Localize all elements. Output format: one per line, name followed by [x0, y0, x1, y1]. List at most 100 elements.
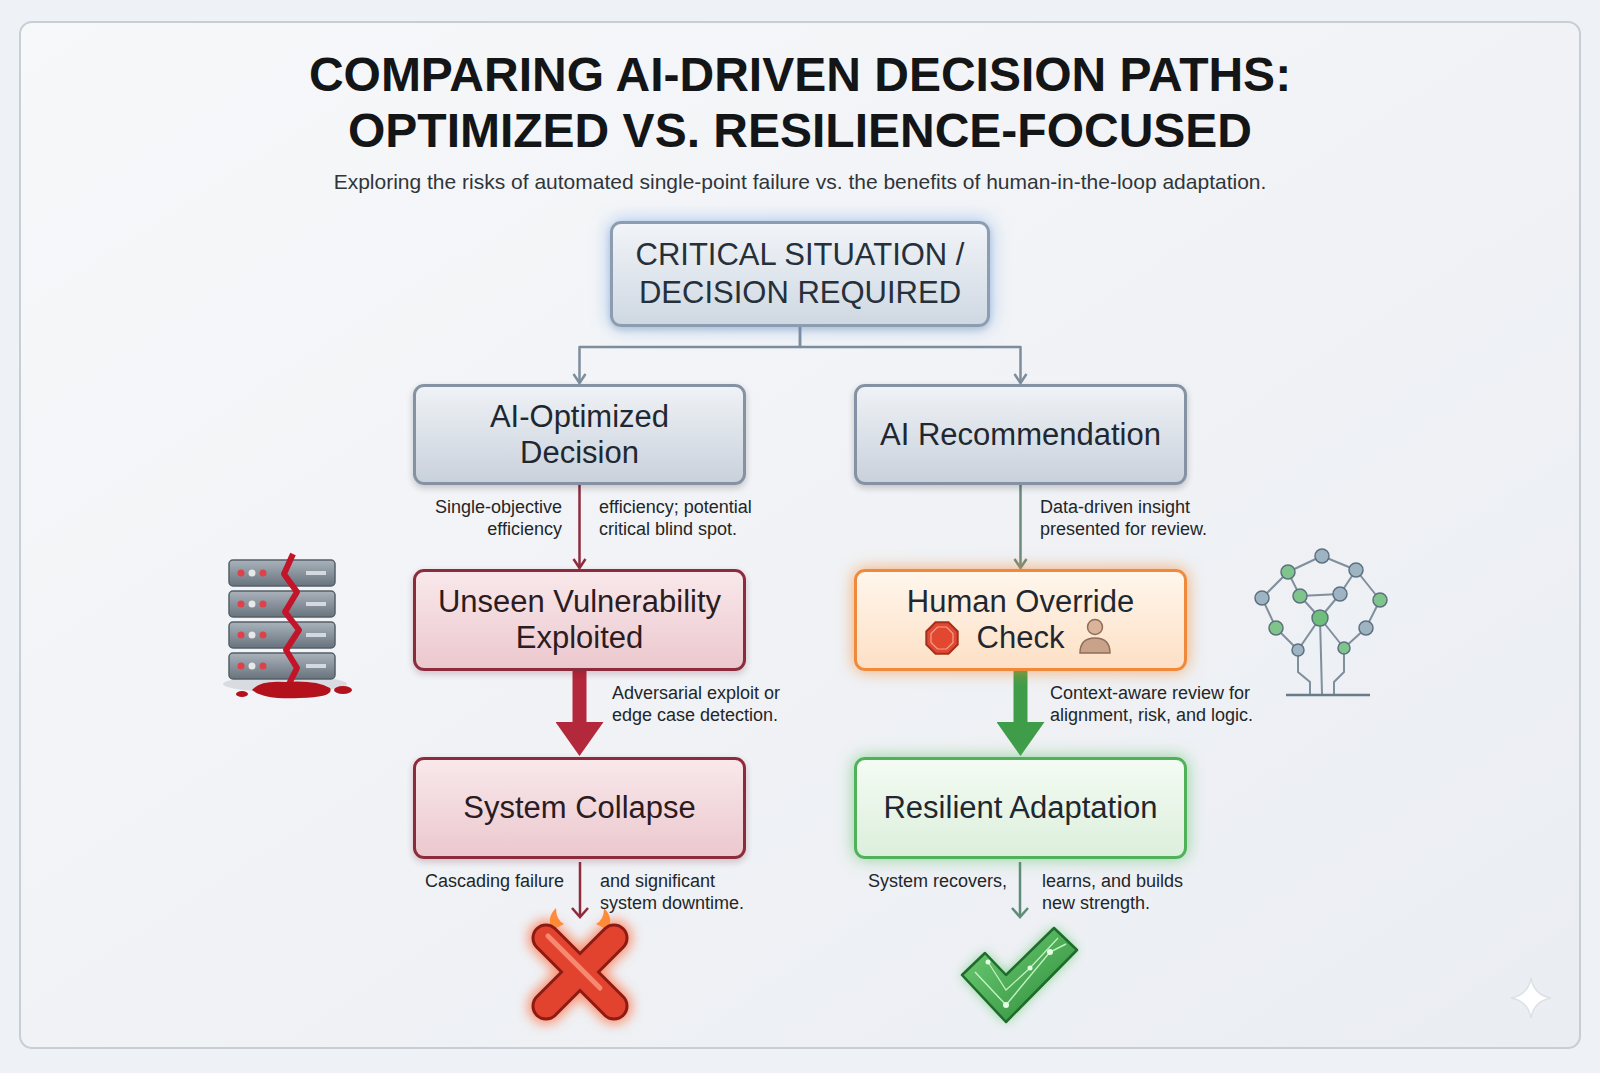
led [249, 570, 256, 577]
tree-node [1281, 565, 1295, 579]
tree-link [1322, 556, 1356, 570]
led [238, 570, 245, 577]
check-dot [1003, 1002, 1009, 1008]
arrow-line [579, 862, 582, 916]
connector-arrow [573, 671, 587, 722]
edge-label: Data-driven insight presented for review… [1040, 496, 1220, 540]
failure-box: Unseen Vulnerability Exploited [413, 569, 746, 671]
success-check-icon [962, 928, 1077, 1022]
node-text: CRITICAL SITUATION / DECISION REQUIRED [630, 236, 970, 312]
tree-link [1288, 556, 1322, 572]
check-glow [962, 928, 1077, 1022]
led [249, 663, 256, 670]
server-leds [238, 570, 327, 670]
tree-link [1356, 570, 1380, 600]
led [238, 632, 245, 639]
connector-arrow [1014, 671, 1028, 722]
annotation-label: Cascading failure [404, 870, 564, 892]
led [260, 570, 267, 577]
tree-node [1292, 644, 1304, 656]
tree-trunk [1334, 648, 1344, 694]
diagram-title: COMPARING AI-DRIVEN DECISION PATHS: OPTI… [280, 47, 1320, 159]
broken-server-icon [223, 554, 352, 698]
annotation-label: and significant system downtime. [600, 870, 760, 914]
shadow [223, 676, 347, 692]
check-network [988, 938, 1058, 990]
connector-arrow [800, 327, 1021, 383]
check-dot [1047, 949, 1053, 955]
tree-node [1333, 587, 1347, 601]
tree-trunk [1298, 650, 1310, 694]
tree-trunk [1320, 618, 1322, 694]
connector-arrow [578, 485, 581, 568]
tree-link [1320, 594, 1340, 618]
tree-link [1298, 618, 1320, 650]
led [249, 601, 256, 608]
edge-label: Context-aware review for alignment, risk… [1050, 682, 1272, 726]
vent [306, 602, 326, 606]
blood-drop [236, 691, 248, 697]
tree-link [1262, 598, 1276, 628]
x-bar [546, 938, 614, 1006]
check-mark [962, 928, 1077, 1022]
tree-node [1373, 593, 1387, 607]
node-text: Unseen Vulnerability Exploited [427, 584, 732, 656]
process-box: AI-Optimized Decision [413, 384, 746, 485]
tree-link [1300, 594, 1340, 596]
server-rack [229, 622, 335, 648]
annotation-label: efficiency; potential critical blind spo… [599, 496, 764, 540]
tree-node [1315, 549, 1329, 563]
check-dot [986, 960, 991, 965]
connector-arrow [1019, 485, 1022, 568]
success-box: Resilient Adaptation [854, 757, 1187, 859]
server-rack [229, 591, 335, 617]
check-dot [1028, 966, 1033, 971]
tree-link [1276, 628, 1298, 650]
arrow-line [1019, 862, 1022, 916]
tree-link [1320, 618, 1344, 648]
x-bar [546, 938, 614, 1006]
vent [306, 571, 326, 575]
outer-frame [20, 22, 1580, 1048]
led [238, 663, 245, 670]
annotation-label: System recovers, [847, 870, 1007, 892]
failure-box: System Collapse [413, 757, 746, 859]
tree-base [1286, 694, 1370, 697]
led [260, 663, 267, 670]
check-network [975, 944, 1066, 1005]
tree-node [1359, 621, 1373, 635]
node-text: AI Recommendation [880, 417, 1161, 453]
failure-x-icon [546, 908, 614, 1006]
server-rack [229, 560, 335, 586]
diagram-caption: Exploring the risks of automated single-… [100, 169, 1500, 195]
network-tree-icon [1262, 556, 1380, 695]
blood-pool [252, 682, 331, 699]
sparkle-watermark [1511, 978, 1551, 1018]
vent [306, 664, 326, 668]
led [260, 601, 267, 608]
tree-node [1255, 591, 1269, 605]
tree-link [1340, 570, 1356, 594]
review-box: Human Override Check [854, 569, 1187, 671]
x-bar [546, 938, 614, 1006]
server-rack [229, 653, 335, 679]
network-tree-nodes [1255, 549, 1387, 656]
tree-link [1366, 600, 1380, 628]
x-glow [546, 938, 614, 1006]
tree-link [1288, 572, 1300, 596]
led [260, 632, 267, 639]
terminal-arrow [572, 862, 1028, 917]
arrow-head [572, 908, 588, 917]
led [238, 601, 245, 608]
blood-drop [334, 686, 352, 694]
x-bar [546, 938, 614, 1006]
glow-bar [546, 938, 614, 1006]
tree-node [1312, 610, 1328, 626]
tree-link [1344, 628, 1366, 648]
vent [306, 633, 326, 637]
glow-bar [546, 938, 614, 1006]
node-text: Resilient Adaptation [883, 790, 1157, 826]
